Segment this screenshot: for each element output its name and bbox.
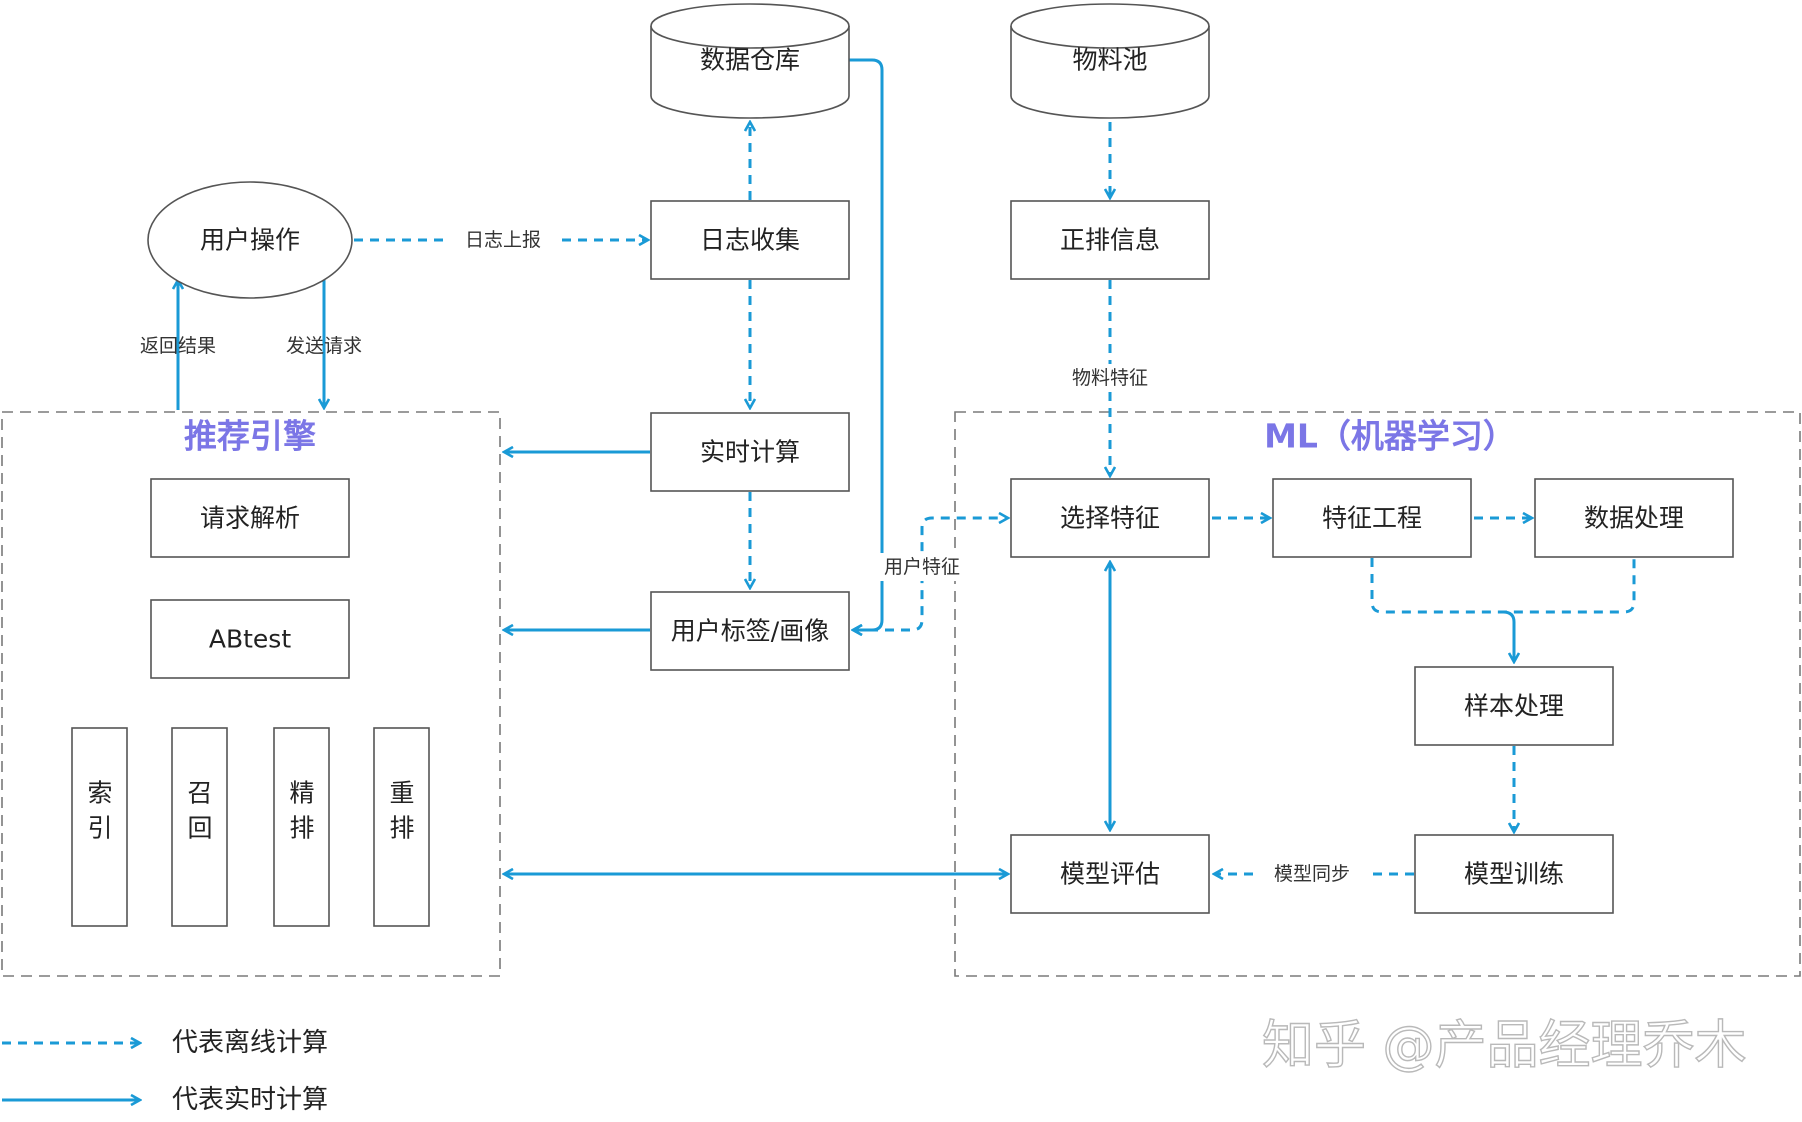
abtest-node: ABtest (150, 599, 350, 679)
recall-node (171, 727, 228, 927)
send-request-label: 发送请求 (286, 335, 362, 357)
index-node (71, 727, 128, 927)
legend-offline-label: 代表离线计算 (172, 1028, 328, 1058)
sample-process-label: 样本处理 (1464, 692, 1564, 721)
user-feature-label-bg (878, 553, 966, 581)
user-feature-label: 用户特征 (884, 556, 960, 578)
engine-group-title: 推荐引擎 (184, 417, 316, 456)
rerank-label: 重排 (389, 778, 414, 842)
data-warehouse-label: 数据仓库 (700, 46, 800, 75)
user-profile-label: 用户标签/画像 (671, 617, 829, 646)
fine-rank-label: 精排 (289, 778, 314, 842)
recall-label: 召回 (187, 778, 212, 842)
rank-info-label: 正排信息 (1060, 226, 1160, 255)
user-action-node (147, 181, 353, 299)
data-process-node: 数据处理 (1534, 478, 1734, 558)
select-feature-node: 选择特征 (1010, 478, 1210, 558)
material-feature-label: 物料特征 (1072, 367, 1148, 389)
material-feature-label-bg (1060, 364, 1160, 392)
request-parse-node: 请求解析 (150, 478, 350, 558)
return-result-label: 返回结果 (140, 335, 216, 357)
rerank-node (373, 727, 430, 927)
watermark: 知乎 @产品经理乔木 (1262, 1016, 1747, 1076)
edge-warehouse-to-profile (848, 58, 884, 630)
feature-eng-node: 特征工程 (1272, 478, 1472, 558)
log-collect-node: 日志收集 (650, 200, 850, 280)
ml-group-title: ML（机器学习） (1264, 417, 1516, 456)
recommendation-engine-group (1, 411, 501, 977)
abtest-label: ABtest (209, 625, 291, 654)
sample-process-node: 样本处理 (1414, 666, 1614, 746)
log-collect-label: 日志收集 (700, 226, 800, 255)
user-action-label: 用户操作 (200, 226, 300, 255)
realtime-compute-node: 实时计算 (650, 412, 850, 492)
material-pool-node: 物料池 (1010, 3, 1210, 119)
material-pool-label: 物料池 (1072, 46, 1147, 75)
model-eval-label: 模型评估 (1060, 860, 1160, 889)
edge-merge-to-sample (1502, 610, 1514, 662)
user-profile-node: 用户标签/画像 (650, 591, 850, 671)
index-label: 索引 (87, 778, 112, 842)
edge-merge-dashed (1370, 558, 1636, 614)
rank-info-node: 正排信息 (1010, 200, 1210, 280)
data-process-label: 数据处理 (1584, 504, 1684, 533)
legend-realtime-label: 代表实时计算 (172, 1085, 328, 1115)
ml-group (954, 411, 1801, 977)
feature-eng-label: 特征工程 (1322, 504, 1422, 533)
request-parse-label: 请求解析 (200, 504, 300, 533)
data-warehouse-node: 数据仓库 (650, 3, 850, 119)
log-report-label: 日志上报 (465, 229, 541, 251)
select-feature-label: 选择特征 (1060, 504, 1160, 533)
realtime-compute-label: 实时计算 (700, 438, 800, 467)
model-sync-label: 模型同步 (1274, 863, 1350, 885)
model-train-node: 模型训练 (1414, 834, 1614, 914)
model-train-label: 模型训练 (1464, 860, 1564, 889)
fine-rank-node (273, 727, 330, 927)
edge-profile-select (853, 518, 1008, 630)
model-eval-node: 模型评估 (1010, 834, 1210, 914)
